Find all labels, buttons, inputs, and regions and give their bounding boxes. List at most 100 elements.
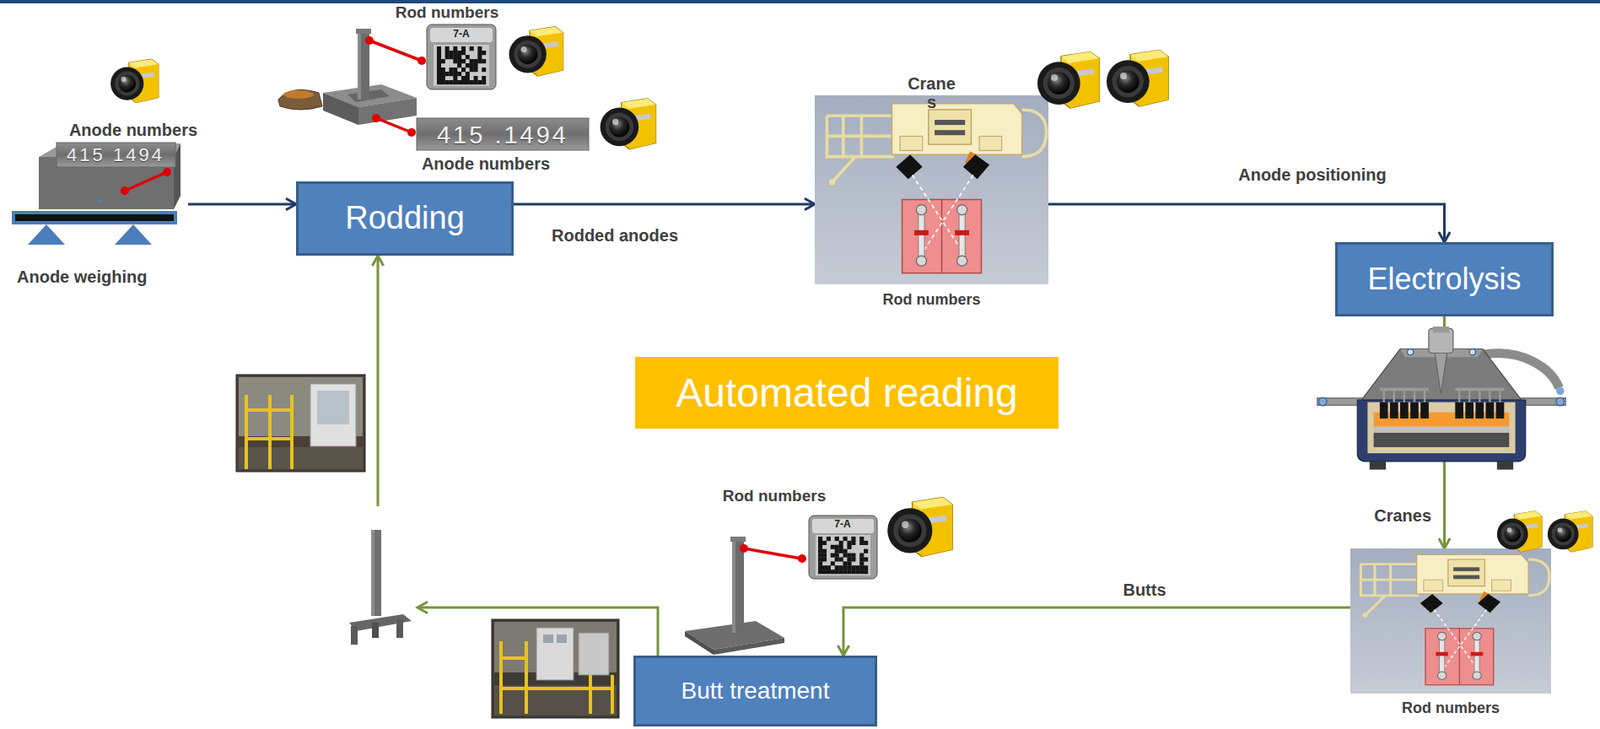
art-shape — [830, 553, 836, 558]
art-shape — [808, 515, 878, 579]
art-shape — [436, 46, 442, 51]
art-shape — [452, 71, 458, 76]
art-shape — [436, 63, 442, 68]
callout-label: Rod numbers — [722, 486, 826, 506]
art-shape — [859, 565, 864, 570]
art-shape — [732, 539, 744, 633]
art-shape — [457, 71, 462, 76]
art-shape — [739, 544, 749, 553]
callout-label: Anode numbers — [69, 120, 198, 141]
art-shape — [457, 54, 462, 60]
art-shape — [417, 56, 426, 65]
art-shape — [452, 67, 458, 72]
station-label: Anode weighing — [16, 267, 147, 287]
art-shape — [449, 50, 454, 55]
art-shape — [465, 80, 470, 85]
art-shape — [830, 569, 836, 574]
art-shape — [445, 54, 450, 60]
station-group: Crane sRod numbers — [814, 70, 1049, 309]
edge-label: Anode positioning — [1235, 165, 1390, 185]
tag-code: 7-A — [834, 518, 851, 531]
art-shape — [452, 54, 458, 60]
art-shape — [491, 619, 620, 718]
art-shape — [426, 24, 496, 90]
art-shape — [556, 634, 567, 643]
art-shape — [822, 569, 827, 574]
art-shape — [481, 75, 486, 81]
art-shape — [859, 553, 864, 558]
art-shape — [474, 59, 479, 64]
art-shape — [477, 80, 482, 85]
art-shape — [436, 50, 442, 55]
photo-left — [236, 374, 366, 472]
art-shape — [818, 556, 823, 561]
art-shape — [457, 50, 462, 55]
art-shape — [481, 80, 486, 85]
art-shape — [452, 50, 458, 55]
art-shape — [477, 46, 482, 51]
process-box: Electrolysis — [1335, 242, 1554, 317]
art-shape — [839, 556, 844, 561]
art-shape — [310, 383, 356, 447]
art-shape — [835, 549, 840, 554]
art-shape — [114, 224, 152, 245]
art-shape — [855, 565, 860, 570]
art-shape — [449, 67, 454, 72]
art-shape — [436, 54, 442, 60]
art-shape — [851, 569, 856, 574]
art-shape — [863, 556, 868, 561]
art-shape — [830, 544, 836, 550]
art-shape — [843, 569, 848, 574]
art-shape — [461, 75, 466, 81]
art-shape — [396, 619, 404, 638]
art-shape — [826, 536, 831, 541]
art-shape — [469, 67, 475, 72]
art-shape — [436, 67, 442, 72]
station-group: Rod numbers — [1350, 548, 1552, 717]
art-shape — [407, 128, 416, 137]
art-shape — [859, 540, 864, 545]
art-shape — [846, 553, 852, 558]
art-shape — [818, 536, 823, 541]
art-shape — [815, 534, 871, 576]
art-shape — [846, 540, 852, 545]
art-shape — [859, 556, 864, 561]
flow-arrow — [843, 607, 1351, 656]
flow-arrow — [1048, 204, 1445, 243]
art-shape — [452, 75, 458, 81]
art-shape — [843, 560, 848, 566]
art-shape — [449, 80, 454, 85]
art-shape — [441, 67, 446, 72]
art-shape — [469, 80, 475, 85]
art-shape — [441, 71, 446, 76]
art-shape — [449, 71, 454, 76]
art-shape — [477, 50, 482, 55]
art-shape — [818, 536, 868, 574]
art-shape — [477, 59, 482, 64]
flow-line — [377, 255, 380, 507]
art-shape — [600, 98, 657, 150]
callout-label: Rod numbers — [395, 3, 499, 22]
art-shape — [481, 67, 486, 72]
art-shape — [445, 50, 450, 55]
art-shape — [430, 27, 493, 43]
art-shape — [461, 80, 466, 85]
art-shape — [358, 97, 417, 125]
art-shape — [162, 167, 172, 177]
art-shape — [846, 556, 852, 561]
art-shape — [887, 497, 953, 557]
art-shape — [863, 565, 868, 570]
art-shape — [371, 529, 375, 616]
top-bar — [0, 0, 1600, 4]
art-shape — [835, 565, 840, 570]
box-label: Rodding — [344, 199, 465, 238]
art-shape — [369, 40, 422, 61]
tag-code: 7-A — [452, 28, 469, 41]
art-shape — [246, 394, 292, 469]
edge-label: Butts — [1120, 580, 1169, 600]
station-label: Rod numbers — [1401, 699, 1500, 717]
art-shape — [15, 214, 174, 221]
art-shape — [818, 565, 823, 570]
art-shape — [465, 75, 470, 81]
